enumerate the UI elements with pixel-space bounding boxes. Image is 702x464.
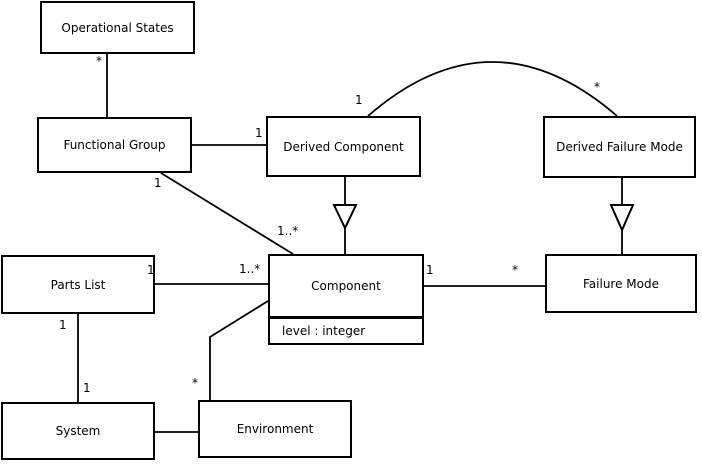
class-name-label: Operational States <box>61 20 174 35</box>
multiplicity-label: 1..* <box>239 262 261 276</box>
class-attribute-compartment: level : integer <box>270 319 422 343</box>
class-node-failure-mode: Failure Mode <box>545 254 697 313</box>
class-name-label: Derived Failure Mode <box>556 140 683 154</box>
edge-arc-derived-component-derived-failure-mode <box>367 61 618 117</box>
edge-functional-group-component <box>160 172 294 255</box>
class-name-label: Derived Component <box>283 139 404 154</box>
multiplicity-label: 1 <box>355 93 363 107</box>
multiplicity-label: * <box>96 54 102 68</box>
generalization-triangle-icon <box>609 204 635 233</box>
multiplicity-label: * <box>192 376 198 390</box>
class-node-parts-list: Parts List <box>1 255 155 314</box>
class-attribute-label: level : integer <box>282 324 366 338</box>
class-name-label: Component <box>311 279 381 293</box>
class-node-component: Component level : integer <box>268 254 424 345</box>
class-node-system: System <box>1 402 155 460</box>
multiplicity-label: * <box>594 80 600 94</box>
class-node-environment: Environment <box>198 400 352 458</box>
multiplicity-label: 1 <box>83 381 91 395</box>
class-node-operational-states: Operational States <box>40 1 195 54</box>
class-node-functional-group: Functional Group <box>37 117 192 173</box>
multiplicity-label: * <box>512 263 518 277</box>
multiplicity-label: 1 <box>59 318 67 332</box>
multiplicity-label: 1 <box>426 263 434 277</box>
multiplicity-label: 1 <box>255 126 263 140</box>
class-node-derived-component: Derived Component <box>266 116 421 177</box>
class-name-label: Environment <box>236 422 314 436</box>
class-node-derived-failure-mode: Derived Failure Mode <box>543 116 696 178</box>
class-name-compartment: Component <box>270 256 422 319</box>
class-name-label: Failure Mode <box>583 276 659 291</box>
class-name-label: Functional Group <box>63 138 166 152</box>
class-name-label: System <box>55 424 101 438</box>
class-name-label: Parts List <box>50 277 106 292</box>
edge-component-environment <box>209 300 269 400</box>
multiplicity-label: 1..* <box>277 224 299 238</box>
multiplicity-label: 1 <box>147 263 155 277</box>
generalization-triangle-icon <box>332 204 358 231</box>
multiplicity-label: 1 <box>154 176 162 190</box>
